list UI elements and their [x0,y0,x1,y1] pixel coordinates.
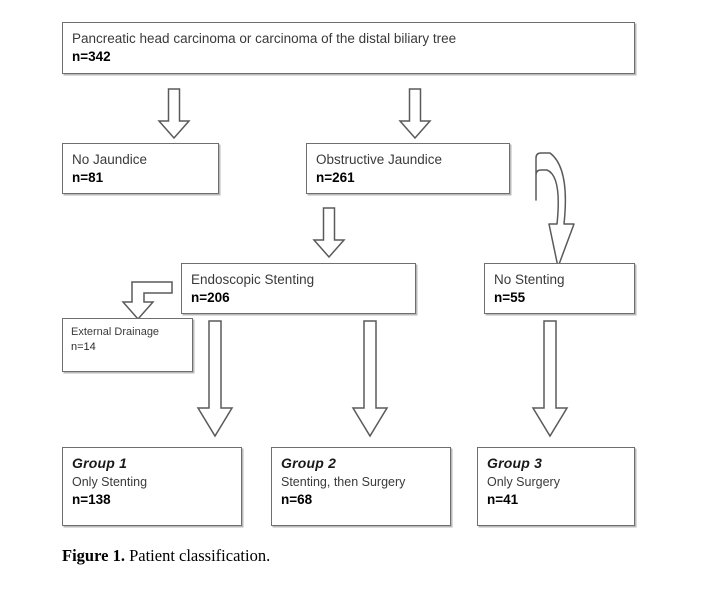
node-obstructive-jaundice-title: Obstructive Jaundice [316,152,443,167]
node-external-drainage-title: External Drainage [71,326,160,338]
node-group-2-count: n=68 [281,491,313,507]
node-no-jaundice: No Jaundice n=81 [62,143,219,194]
node-no-stenting-count: n=55 [494,290,526,306]
node-group-2-label: Group 2 [281,455,337,471]
node-group-1: Group 1 Only Stenting n=138 [62,447,242,526]
node-external-drainage-count: n=14 [71,341,96,354]
node-group-1-subtitle: Only Stenting [72,474,148,489]
arrow-no-stenting-to-group3 [531,320,571,438]
node-external-drainage: External Drainage n=14 [62,318,193,372]
node-obstructive-jaundice: Obstructive Jaundice n=261 [306,143,510,194]
arrow-obstructive-to-no-stenting [528,150,592,270]
node-obstructive-jaundice-count: n=261 [316,170,355,186]
node-group-2: Group 2 Stenting, then Surgery n=68 [271,447,451,526]
arrow-obstructive-to-endoscopic [312,207,346,259]
arrow-endoscopic-to-group1 [196,320,236,438]
figure-caption-text: Patient classification. [124,546,271,565]
node-no-jaundice-title: No Jaundice [72,152,148,167]
node-no-stenting-title: No Stenting [494,272,565,287]
node-group-3-label: Group 3 [487,455,543,471]
node-endoscopic-stenting: Endoscopic Stenting n=206 [181,263,416,314]
node-endoscopic-stenting-count: n=206 [191,290,230,306]
arrow-cohort-to-no-jaundice [157,88,191,140]
node-endoscopic-stenting-title: Endoscopic Stenting [191,272,315,287]
node-group-1-label: Group 1 [72,455,128,471]
node-no-stenting: No Stenting n=55 [484,263,635,314]
arrow-cohort-to-obstructive-jaundice [398,88,432,140]
node-cohort-count: n=342 [72,49,111,65]
node-group-1-count: n=138 [72,491,111,507]
node-group-2-subtitle: Stenting, then Surgery [281,474,406,489]
figure-caption-lead: Figure 1. [62,546,125,565]
node-cohort-title: Pancreatic head carcinoma or carcinoma o… [72,31,457,46]
node-cohort: Pancreatic head carcinoma or carcinoma o… [62,22,635,74]
arrow-endoscopic-to-group2 [351,320,391,438]
node-group-3: Group 3 Only Surgery n=41 [477,447,635,526]
figure-caption: Figure 1. Patient classification. [62,546,270,566]
node-no-jaundice-count: n=81 [72,170,104,186]
node-group-3-subtitle: Only Surgery [487,474,560,489]
arrow-endoscopic-to-external-drainage [121,280,174,322]
node-group-3-count: n=41 [487,491,519,507]
